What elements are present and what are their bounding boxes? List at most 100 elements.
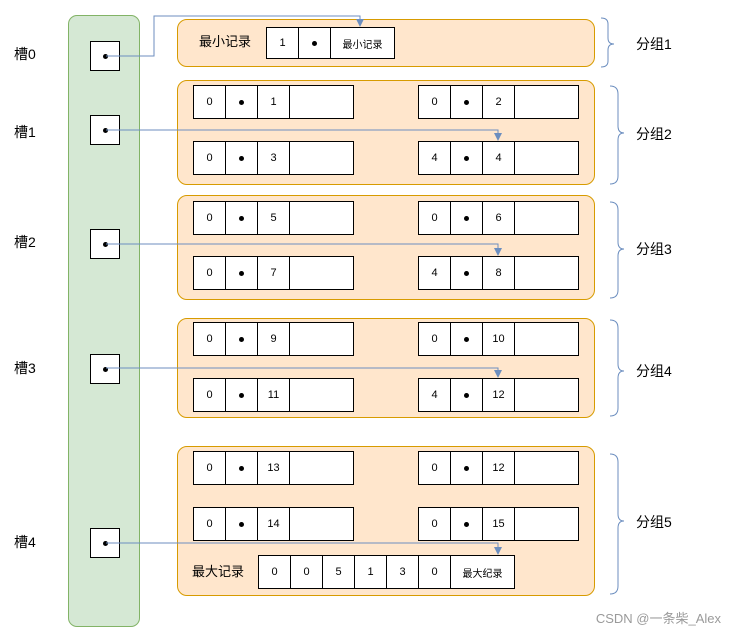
group-label-3: 分组3: [636, 241, 672, 257]
record-cell: 最小记录: [342, 39, 383, 51]
record-cell: 3: [387, 556, 419, 588]
record-pointer-cell: [451, 86, 483, 118]
record-data-cell: [290, 452, 353, 484]
pointer-dot-icon: [102, 127, 108, 133]
record-data-cell: [515, 257, 578, 289]
record-3: 0 3: [193, 141, 354, 175]
record-cell: 14: [258, 508, 290, 540]
slot-pointer-0: [90, 41, 120, 71]
record-cell: 1: [258, 86, 290, 118]
record-cell: 12: [483, 379, 515, 411]
record-cell: 12: [483, 452, 515, 484]
record-cell: 2: [483, 86, 515, 118]
group-label-4: 分组4: [636, 363, 672, 379]
record-cell: 0: [194, 508, 226, 540]
record-pointer-cell: [451, 257, 483, 289]
record-data-cell: [290, 323, 353, 355]
record-cell: 4: [419, 257, 451, 289]
slot-pointer-2: [90, 229, 120, 259]
record-data-cell: [515, 86, 578, 118]
record-cell: 5: [258, 202, 290, 234]
record-cell: 0: [291, 556, 323, 588]
record-data-cell: [290, 257, 353, 289]
record-cell: 11: [258, 379, 290, 411]
group-label-5: 分组5: [636, 514, 672, 530]
record-cell: 4: [483, 142, 515, 174]
record-data-cell: [290, 379, 353, 411]
pointer-dot-icon: [239, 336, 244, 342]
group-5-brace: [609, 453, 625, 595]
record-7: 0 7: [193, 256, 354, 290]
pointer-dot-icon: [239, 392, 244, 398]
record-cell: 0: [194, 257, 226, 289]
watermark: CSDN @一条柴_Alex: [595, 611, 721, 626]
record-pointer-cell: [226, 142, 258, 174]
pointer-dot-icon: [102, 241, 108, 247]
record-8: 4 8: [418, 256, 579, 290]
slot-label-1: 槽1: [14, 124, 36, 140]
max-record: 0 0 5 1 3 0 最大纪录: [258, 555, 515, 589]
slot-label-0: 槽0: [14, 46, 36, 62]
record-cell: 0: [194, 452, 226, 484]
record-data-cell: [290, 142, 353, 174]
record-2: 0 2: [418, 85, 579, 119]
record-cell: 9: [258, 323, 290, 355]
record-cell: 0: [419, 202, 451, 234]
group-2-brace: [609, 85, 625, 185]
record-cell: 3: [258, 142, 290, 174]
record-pointer-cell: [226, 323, 258, 355]
record-1: 0 1: [193, 85, 354, 119]
record-cell: 0: [419, 452, 451, 484]
pointer-dot-icon: [102, 366, 108, 372]
record-10: 0 10: [418, 322, 579, 356]
record-data-cell: [290, 86, 353, 118]
record-cell: 0: [419, 508, 451, 540]
group-label-1: 分组1: [636, 36, 672, 52]
record-cell: 0: [419, 323, 451, 355]
record-cell: 0: [194, 323, 226, 355]
slot-label-3: 槽3: [14, 360, 36, 376]
pointer-dot-icon: [464, 215, 469, 221]
slot-pointer-3: [90, 354, 120, 384]
record-pointer-cell: [451, 142, 483, 174]
record-cell: 15: [483, 508, 515, 540]
pointer-dot-icon: [239, 270, 244, 276]
record-4: 4 4: [418, 141, 579, 175]
record-cell: 0: [194, 142, 226, 174]
record-data-cell: [290, 508, 353, 540]
record-cell: 0: [194, 379, 226, 411]
record-cell: 0: [194, 86, 226, 118]
record-cell: 6: [483, 202, 515, 234]
min-record-label: 最小记录: [199, 34, 252, 49]
record-cell: 0: [194, 202, 226, 234]
record-pointer-cell: [451, 508, 483, 540]
record-cell: 10: [483, 323, 515, 355]
record-cell: 1: [355, 556, 387, 588]
record-15: 0 14: [193, 507, 354, 541]
record-data-cell: [515, 323, 578, 355]
record-cell: 0: [259, 556, 291, 588]
record-data-cell: [290, 202, 353, 234]
slot-pointer-1: [90, 115, 120, 145]
pointer-dot-icon: [239, 521, 244, 527]
record-16: 0 15: [418, 507, 579, 541]
record-data-cell: [515, 508, 578, 540]
record-cell: 0: [419, 86, 451, 118]
pointer-dot-icon: [239, 465, 244, 471]
record-cell: 7: [258, 257, 290, 289]
pointer-dot-icon: [464, 155, 469, 161]
record-pointer-cell: [226, 202, 258, 234]
pointer-dot-icon: [239, 155, 244, 161]
pointer-dot-icon: [312, 40, 317, 46]
record-pointer-cell: [226, 452, 258, 484]
min-record: 1 最小记录: [266, 27, 395, 59]
record-14: 0 12: [418, 451, 579, 485]
record-pointer-cell: [299, 28, 331, 58]
pointer-dot-icon: [464, 465, 469, 471]
pointer-dot-icon: [102, 53, 108, 59]
record-data-cell: [515, 379, 578, 411]
record-pointer-cell: [451, 323, 483, 355]
group-label-2: 分组2: [636, 126, 672, 142]
record-cell: 0: [419, 556, 451, 588]
record-cell: 5: [323, 556, 355, 588]
